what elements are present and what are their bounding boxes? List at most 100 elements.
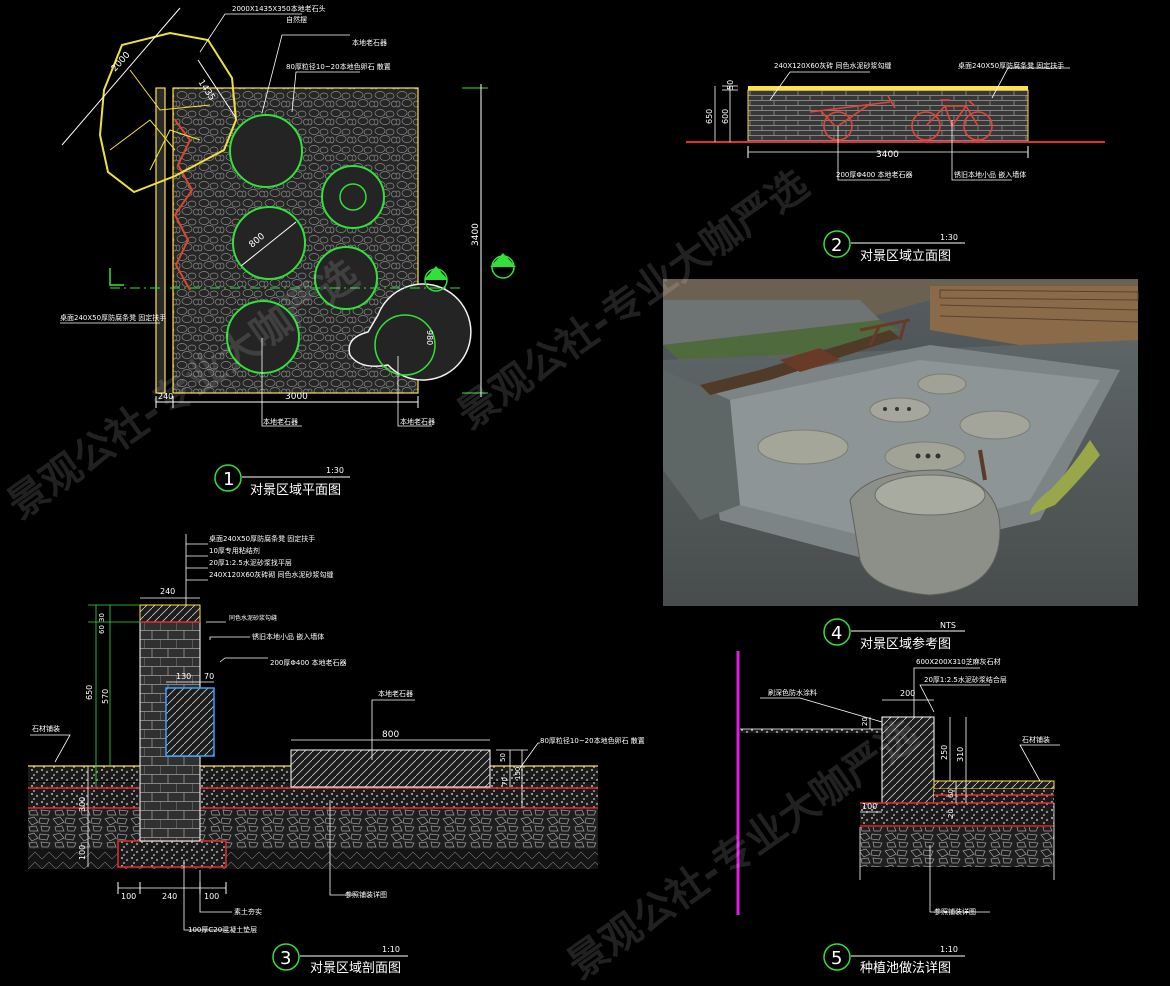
elev-title-block: 2 1:30 对景区域立面图 — [823, 230, 965, 264]
section-dim-b1: 100 — [121, 892, 136, 901]
plan-label-gravel: 80厚粒径10~20本地色卵石 散置 — [286, 62, 391, 71]
planting-label-mortar: 20厚1:2.5水泥砂浆结合层 — [924, 675, 1007, 684]
section-dim-30: 30 — [98, 613, 106, 622]
section-dim-650: 650 — [85, 685, 94, 700]
plan-dim-240: 240 — [158, 392, 173, 401]
plan-number: 1 — [223, 469, 234, 490]
section-dim-70r: 70 — [501, 777, 509, 786]
elev-dim-650: 650 — [705, 109, 714, 124]
section-title: 对景区域剖面图 — [310, 961, 401, 976]
section-label-gravel: 80厚粒径10~20本地色卵石 散置 — [540, 736, 645, 745]
elev-brick-wall — [747, 89, 1029, 143]
ref-title: 对景区域参考图 — [860, 636, 951, 652]
planting-title-block: 5 1:10 种植池做法详图 — [823, 943, 965, 976]
elevation-drawing: 240X120X60灰砖 同色水泥砂浆勾缝 桌面240X50厚防腐条凳 固定扶手… — [686, 61, 1105, 264]
section-old-stone — [290, 749, 491, 788]
plan-stone-trough — [348, 283, 472, 381]
ref-title-block: 4 NTS 对景区域参考图 — [823, 618, 965, 652]
elev-number: 2 — [831, 235, 842, 256]
section-marker-right — [109, 253, 516, 292]
section-dim-800: 800 — [382, 730, 399, 740]
plan-label-stone-b: 本地老石器 — [400, 417, 435, 426]
elev-label-art: 锈旧本地小品 嵌入墙体 — [954, 170, 1026, 179]
plan-bench — [155, 87, 166, 394]
plan-label-stone-a: 本地老石器 — [263, 417, 298, 426]
elev-dim-3400: 3400 — [876, 150, 899, 160]
elev-dim-600: 600 — [721, 109, 730, 124]
elev-label-wall: 240X120X60灰砖 同色水泥砂浆勾缝 — [774, 61, 891, 70]
section-dim-100: 100 — [78, 845, 87, 860]
plan-boulder — [98, 31, 238, 194]
plan-stone-5 — [226, 300, 300, 374]
planting-scale: 1:10 — [940, 945, 958, 954]
planting-dim-20: 20 — [861, 717, 869, 726]
section-number: 3 — [280, 948, 291, 969]
planting-dim-250: 250 — [940, 745, 949, 760]
section-note-3: 20厚1:2.5水泥砂浆找平层 — [209, 558, 292, 567]
section-dim-240-top: 240 — [160, 587, 175, 596]
section-note-2: 10厚专用粘结剂 — [209, 546, 260, 555]
section-label-pave: 参照铺装详图 — [345, 890, 387, 899]
section-dim-b2: 240 — [162, 892, 177, 901]
plan-dim-980: 980 — [425, 330, 434, 345]
planting-dim-20b: 20 — [947, 809, 955, 818]
section-label-mortar: 同色水泥砂浆勾缝 — [229, 614, 277, 622]
section-stone-sculpture — [165, 687, 215, 757]
section-title-block: 3 1:10 对景区域剖面图 — [272, 943, 408, 976]
section-scale: 1:10 — [382, 945, 400, 954]
section-label-curb: 石材铺装 — [32, 724, 60, 733]
ref-number: 4 — [831, 623, 842, 644]
plan-drawing: 2000X1435X350本地老石头 自然摆 2000 1435 本地老石器 8… — [60, 4, 516, 498]
reference-render — [663, 279, 1139, 606]
plan-title-block: 1 1:30 对景区域平面图 — [214, 464, 350, 498]
planting-detail: 600X200X310芝麻灰石材 20厚1:2.5水泥砂浆结合层 刷深色防水涂料… — [736, 651, 1060, 976]
section-dim-570: 570 — [101, 689, 110, 704]
elev-scale: 1:30 — [940, 233, 958, 242]
section-soil-layer — [28, 849, 598, 869]
planting-dim-200: 200 — [900, 689, 915, 698]
section-label-art: 锈旧本地小品 嵌入墙体 — [252, 632, 324, 641]
ref-scale: NTS — [940, 621, 956, 630]
plan-boulder-dims: 2000X1435X350本地老石头 — [232, 4, 326, 13]
planting-label-pave: 石材铺装 — [1022, 735, 1050, 744]
plan-scale: 1:30 — [326, 466, 344, 475]
section-note-1: 桌面240X50厚防腐条凳 固定扶手 — [209, 534, 315, 543]
section-dim-300: 300 — [78, 797, 87, 812]
plan-stone-4 — [314, 246, 378, 310]
section-dim-60: 60 — [98, 625, 106, 634]
planting-label-paint: 刷深色防水涂料 — [768, 688, 817, 697]
elev-dim-50: 50 — [726, 80, 735, 90]
section-label-stone: 200厚Φ400 本地老石器 — [270, 658, 346, 667]
planting-title: 种植池做法详图 — [860, 961, 951, 976]
plan-label-bench: 桌面240X50厚防腐条凳 固定扶手 — [60, 313, 166, 322]
elev-label-stone: 200厚Φ400 本地老石器 — [836, 170, 912, 179]
elev-title: 对景区域立面图 — [860, 249, 951, 264]
plan-stone-2 — [321, 165, 385, 229]
plan-dim-3000: 3000 — [285, 392, 308, 402]
section-label-soil: 素土夯实 — [234, 907, 262, 916]
section-dim-150: 150 — [514, 767, 522, 780]
plan-label-old-stone: 本地老石器 — [352, 38, 387, 47]
plan-stone-1 — [229, 114, 303, 188]
plan-title: 对景区域平面图 — [250, 483, 341, 498]
plan-rust-sculpture — [173, 119, 194, 291]
planting-dim-60: 60 — [947, 789, 955, 798]
section-bench-top — [139, 604, 201, 623]
section-drawing: 桌面240X50厚防腐条凳 固定扶手 10厚专用粘结剂 20厚1:2.5水泥砂浆… — [28, 534, 645, 976]
section-rubble-layer — [28, 809, 598, 849]
elev-label-bench: 桌面240X50厚防腐条凳 固定扶手 — [958, 61, 1064, 70]
plan-boulder-sub: 自然摆 — [286, 15, 307, 24]
section-dim-130: 130 — [176, 672, 191, 681]
elev-cap — [748, 86, 1028, 90]
section-footing — [117, 840, 227, 868]
planting-paving — [933, 780, 1055, 790]
section-dim-70: 70 — [204, 672, 214, 681]
planting-rubble — [860, 827, 1054, 867]
section-dim-b3: 100 — [204, 892, 219, 901]
planting-number: 5 — [831, 948, 842, 969]
plan-dim-2000: 2000 — [110, 50, 133, 74]
planting-label-top: 600X200X310芝麻灰石材 — [916, 657, 1001, 666]
plan-dim-3400: 3400 — [471, 223, 481, 246]
planting-label-ref: 参照铺装详图 — [934, 907, 976, 916]
